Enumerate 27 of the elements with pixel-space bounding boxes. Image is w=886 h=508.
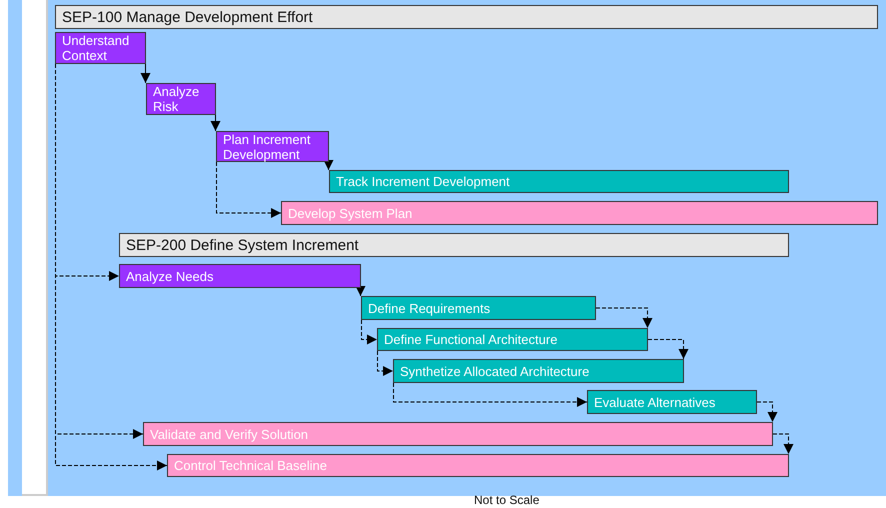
connector-arrow (756, 402, 778, 422)
phase-header-bar: SEP-200 Define System Increment (119, 233, 789, 257)
connector-arrow (361, 320, 378, 344)
connector-arrow (648, 339, 688, 360)
connector-arrow (216, 162, 282, 218)
scale-note: Not to Scale (474, 493, 540, 507)
connector-arrow (140, 64, 150, 84)
task-bar: Analyze Risk (146, 83, 216, 115)
connector-arrow (596, 308, 652, 328)
connector-arrow (210, 114, 220, 132)
task-bar: Evaluate Alternatives (587, 390, 757, 414)
connector-arrow (772, 434, 794, 454)
task-bar: Validate and Verify Solution (143, 422, 773, 446)
task-bar: Understand Context (55, 32, 146, 64)
task-bar: Define Functional Architecture (377, 328, 648, 351)
task-bar: Track Increment Development (329, 170, 789, 193)
connector-arrow (356, 286, 366, 296)
task-bar: Plan Increment Development (216, 131, 329, 162)
connector-arrow (324, 160, 334, 170)
task-bar: Synthetize Allocated Architecture (393, 359, 684, 383)
task-bar: Control Technical Baseline (167, 454, 789, 477)
connector-arrow (393, 382, 588, 407)
task-bar: Define Requirements (361, 296, 596, 320)
phase-header-bar: SEP-100 Manage Development Effort (55, 5, 878, 29)
task-bar: Develop System Plan (281, 201, 878, 225)
connector-arrow (377, 350, 394, 376)
task-bar: Analyze Needs (119, 264, 361, 288)
